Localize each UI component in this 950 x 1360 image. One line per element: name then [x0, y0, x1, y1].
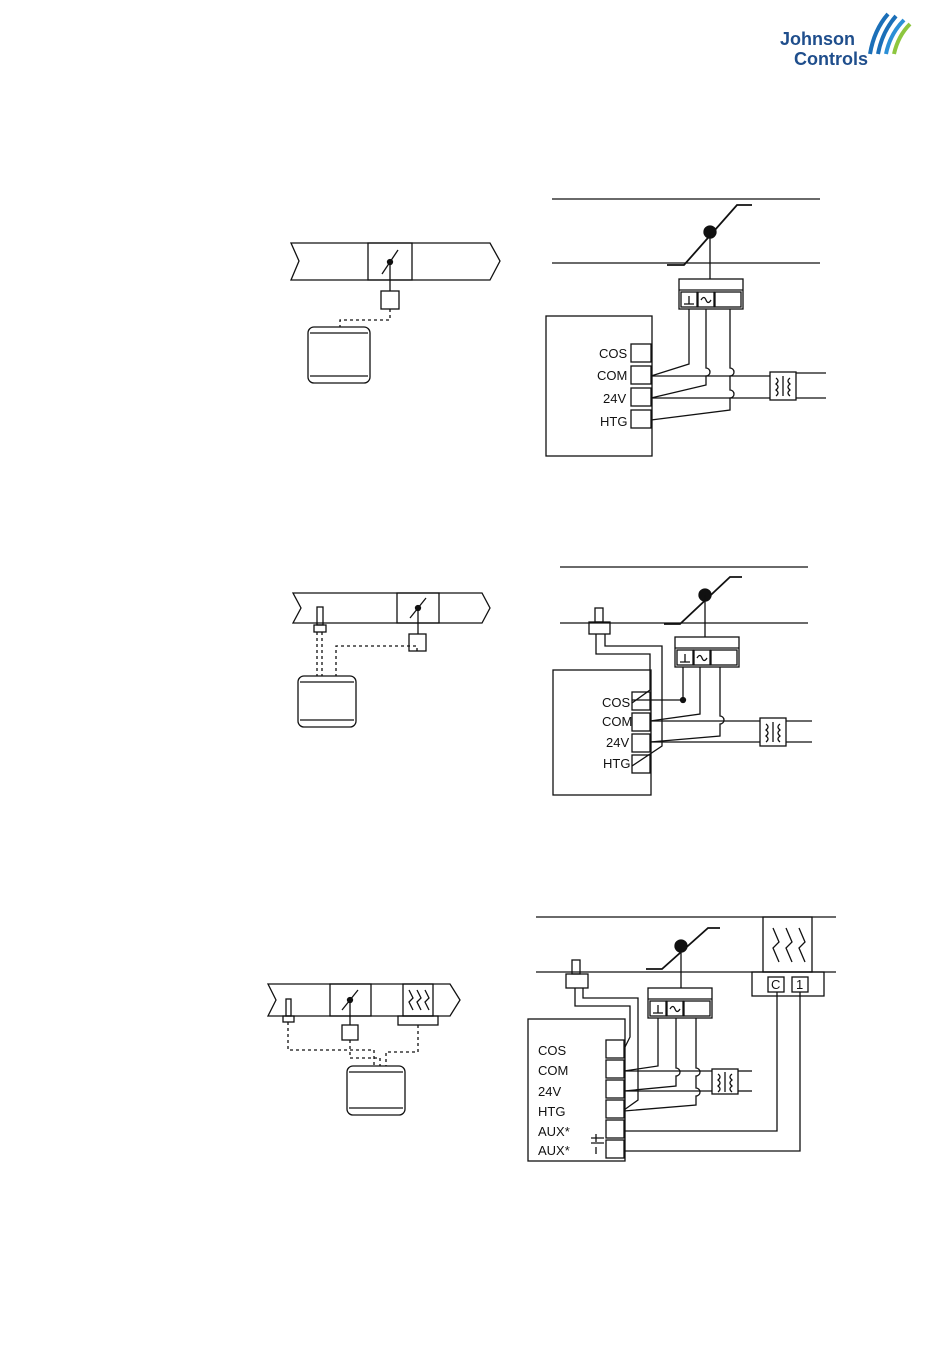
diagram1-duct-schematic: [291, 243, 500, 383]
d2-terminal-label-htg: HTG: [603, 756, 630, 771]
d1-terminal-label-htg: HTG: [600, 414, 627, 429]
d3-terminal-label-24v: 24V: [538, 1084, 561, 1099]
diagram1-terminal-labels: COS COM 24V HTG: [597, 346, 628, 429]
d3-terminal-label-htg: HTG: [538, 1104, 565, 1119]
d3-heater-terminal-1: 1: [796, 977, 803, 992]
diagram3-duct-schematic: [268, 984, 460, 1115]
diagram3-wiring: [528, 917, 836, 1161]
diagram2-terminal-labels: COS COM 24V HTG: [602, 695, 632, 771]
diagram1-wiring: [546, 199, 826, 456]
d1-terminal-label-cos: COS: [599, 346, 628, 361]
d1-terminal-label-com: COM: [597, 368, 627, 383]
d3-terminal-label-com: COM: [538, 1063, 568, 1078]
d3-terminal-label-aux2: AUX*: [538, 1143, 570, 1158]
d3-terminal-label-cos: COS: [538, 1043, 567, 1058]
diagram2-wiring: [553, 567, 812, 795]
d2-terminal-label-com: COM: [602, 714, 632, 729]
d2-terminal-label-24v: 24V: [606, 735, 629, 750]
d2-terminal-label-cos: COS: [602, 695, 631, 710]
diagram2-duct-schematic: [293, 593, 490, 727]
d3-heater-terminal-c: C: [771, 977, 780, 992]
d1-terminal-label-24v: 24V: [603, 391, 626, 406]
d3-terminal-label-aux1: AUX*: [538, 1124, 570, 1139]
